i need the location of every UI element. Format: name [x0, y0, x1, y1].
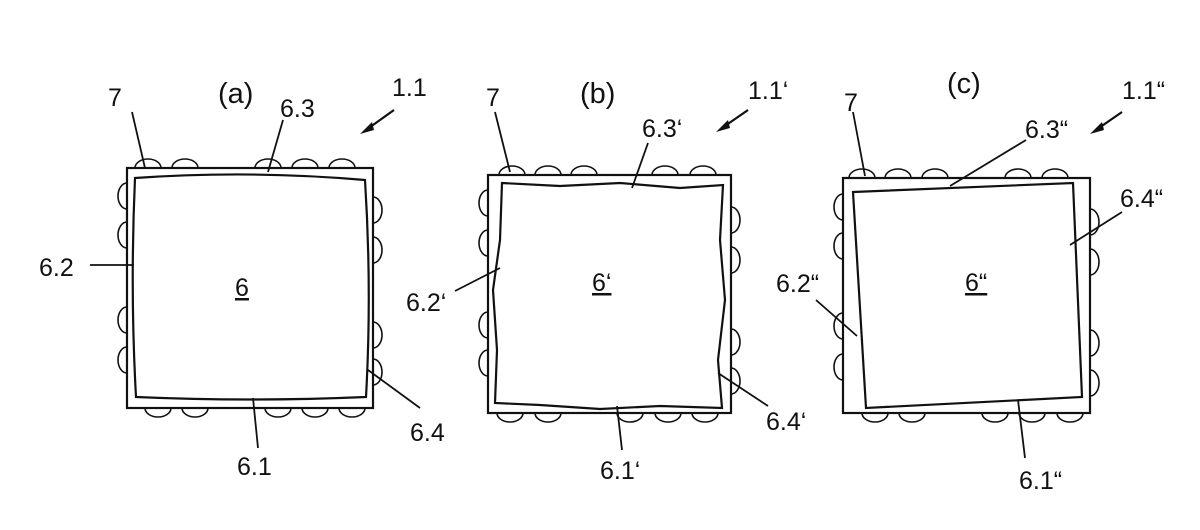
panel-c-letter: (c) — [947, 68, 981, 100]
panel-c-bottom: 6.1“ — [1019, 467, 1062, 495]
panel-b-center: 6‘ — [592, 269, 611, 297]
panel-a-right: 6.4 — [410, 419, 445, 447]
panel-c-left: 6.2“ — [776, 270, 819, 298]
panel-a-ref: 1.1 — [392, 74, 427, 102]
panel-c-top: 6.3“ — [1025, 116, 1068, 144]
panel-a-center: 6 — [235, 274, 249, 302]
panel-a-bottom: 6.1 — [237, 453, 272, 481]
panel-b-bottom: 6.1‘ — [600, 457, 640, 485]
frame-a — [127, 168, 373, 408]
panel-c-center: 6“ — [965, 269, 987, 297]
panel-b-left: 6.2‘ — [406, 289, 446, 317]
panel-a-left: 6.2 — [39, 254, 74, 282]
panel-c-frame: 7 — [844, 89, 858, 117]
panel-c-ref: 1.1“ — [1122, 77, 1165, 105]
panel-a-frame: 7 — [108, 84, 122, 112]
panel-b-right: 6.4‘ — [766, 408, 806, 436]
panel-b-letter: (b) — [580, 78, 615, 110]
panel-b-ref: 1.1‘ — [748, 77, 788, 105]
panel-c: (c) 1.1“ 7 6.3“ 6.4“ 6.2“ 6“ 6.1“ — [776, 68, 1165, 495]
panel-a: (a) 1.1 7 6.3 6.2 6 6.4 6.1 — [39, 74, 445, 481]
panel-b-frame: 7 — [486, 84, 500, 112]
panel-c-right: 6.4“ — [1120, 185, 1163, 213]
panel-a-top: 6.3 — [280, 95, 315, 123]
panel-b-top: 6.3‘ — [642, 115, 682, 143]
panel-a-letter: (a) — [218, 78, 253, 110]
panel-b: (b) 1.1‘ 7 6.3‘ 6.2‘ 6‘ 6.4‘ 6.1‘ — [406, 77, 806, 485]
